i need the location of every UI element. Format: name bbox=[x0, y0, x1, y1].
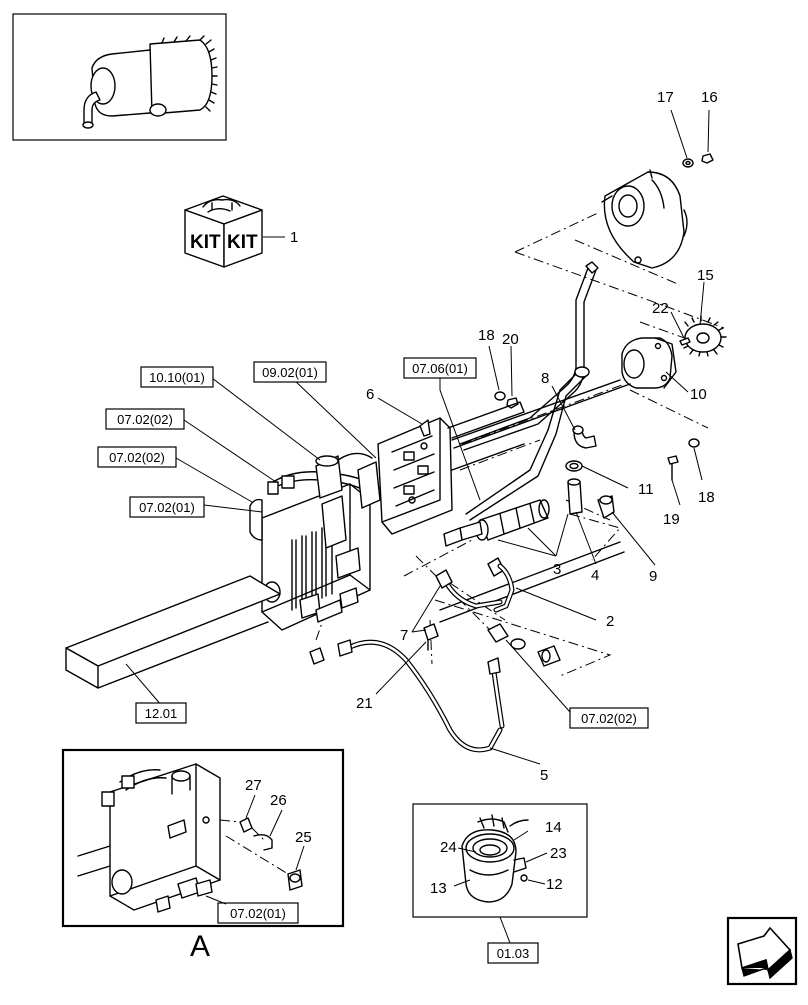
callout-20: 20 bbox=[502, 331, 519, 348]
detail-view-01-03 bbox=[412, 803, 588, 944]
pump-thumbnail-inset bbox=[12, 13, 227, 141]
callout-18-lower: 18 bbox=[698, 489, 715, 506]
callout-18-upper: 18 bbox=[478, 327, 495, 344]
ref-07-02-01: 07.02(01) bbox=[139, 500, 195, 515]
ref-07-06-01: 07.06(01) bbox=[412, 361, 468, 376]
elbow-8 bbox=[572, 425, 597, 449]
callout-21: 21 bbox=[356, 695, 373, 712]
washer-18-lower bbox=[688, 438, 700, 448]
fitting-11 bbox=[565, 460, 583, 515]
control-valve bbox=[249, 471, 371, 631]
ref-01-03: 01.03 bbox=[497, 946, 530, 961]
callout-2: 2 bbox=[606, 613, 614, 630]
ref-07-02-02-a: 07.02(02) bbox=[117, 412, 173, 427]
callout-5: 5 bbox=[540, 767, 548, 784]
callout-4: 4 bbox=[591, 567, 599, 584]
mounting-bracket bbox=[377, 401, 525, 535]
callout-19: 19 bbox=[663, 511, 680, 528]
callout-24: 24 bbox=[440, 839, 457, 856]
ref-10-10-01: 10.10(01) bbox=[149, 370, 205, 385]
hose-2 bbox=[435, 557, 515, 613]
return-tube bbox=[465, 366, 590, 521]
pump-housing bbox=[601, 169, 688, 269]
valve-section bbox=[357, 461, 381, 509]
crossbeam bbox=[65, 379, 631, 689]
detail-view-a: A bbox=[61, 748, 345, 963]
callout-27: 27 bbox=[245, 777, 262, 794]
callout-13: 13 bbox=[430, 880, 447, 897]
filter-assembly bbox=[443, 499, 550, 547]
plug-21 bbox=[309, 647, 325, 665]
fitting-9 bbox=[597, 495, 615, 519]
tee-fitting-7 bbox=[423, 623, 439, 651]
callout-17: 17 bbox=[657, 89, 674, 106]
callout-23: 23 bbox=[550, 845, 567, 862]
view-letter-a: A bbox=[190, 930, 210, 963]
callout-8: 8 bbox=[541, 370, 549, 387]
washer-17 bbox=[682, 158, 694, 168]
callout-9: 9 bbox=[649, 568, 657, 585]
callout-16: 16 bbox=[701, 89, 718, 106]
reference-boxes: 10.10(01) 09.02(01) 07.06(01) 07.02(02) … bbox=[97, 357, 649, 964]
callout-1: 1 bbox=[290, 229, 298, 246]
kit-label-right: KIT bbox=[227, 232, 258, 253]
callout-3: 3 bbox=[553, 561, 561, 578]
callout-numbers: 1 2 3 4 5 6 7 8 9 10 11 12 13 14 15 16 1… bbox=[245, 89, 718, 897]
next-page-arrow-icon[interactable] bbox=[726, 916, 798, 986]
ref-07-02-02-b: 07.02(02) bbox=[109, 450, 165, 465]
solenoid bbox=[315, 452, 373, 499]
drive-gear bbox=[683, 315, 727, 357]
ref-12-01: 12.01 bbox=[145, 706, 178, 721]
callout-12: 12 bbox=[546, 876, 563, 893]
adapter-group bbox=[487, 623, 561, 667]
key-22 bbox=[679, 337, 691, 346]
kit-label-left: KIT bbox=[190, 232, 221, 253]
callout-6: 6 bbox=[366, 386, 374, 403]
pressure-tube bbox=[459, 261, 599, 451]
hydraulic-pump bbox=[621, 337, 677, 389]
ref-07-02-01-detail: 07.02(01) bbox=[230, 906, 286, 921]
callout-26: 26 bbox=[270, 792, 287, 809]
ref-09-02-01: 09.02(01) bbox=[262, 365, 318, 380]
hose-5 bbox=[337, 639, 505, 753]
bolt-19 bbox=[667, 455, 679, 481]
alignment-lines bbox=[315, 211, 725, 677]
callout-10: 10 bbox=[690, 386, 707, 403]
callout-15: 15 bbox=[697, 267, 714, 284]
callout-7: 7 bbox=[400, 627, 408, 644]
nut-16 bbox=[701, 153, 714, 164]
ref-07-02-02-c: 07.02(02) bbox=[581, 711, 637, 726]
washer-18-upper bbox=[494, 391, 506, 401]
callout-25: 25 bbox=[295, 829, 312, 846]
kit-box: KIT KIT bbox=[184, 195, 263, 268]
callout-22: 22 bbox=[652, 300, 669, 317]
callout-14: 14 bbox=[545, 819, 562, 836]
callout-11: 11 bbox=[638, 481, 654, 498]
